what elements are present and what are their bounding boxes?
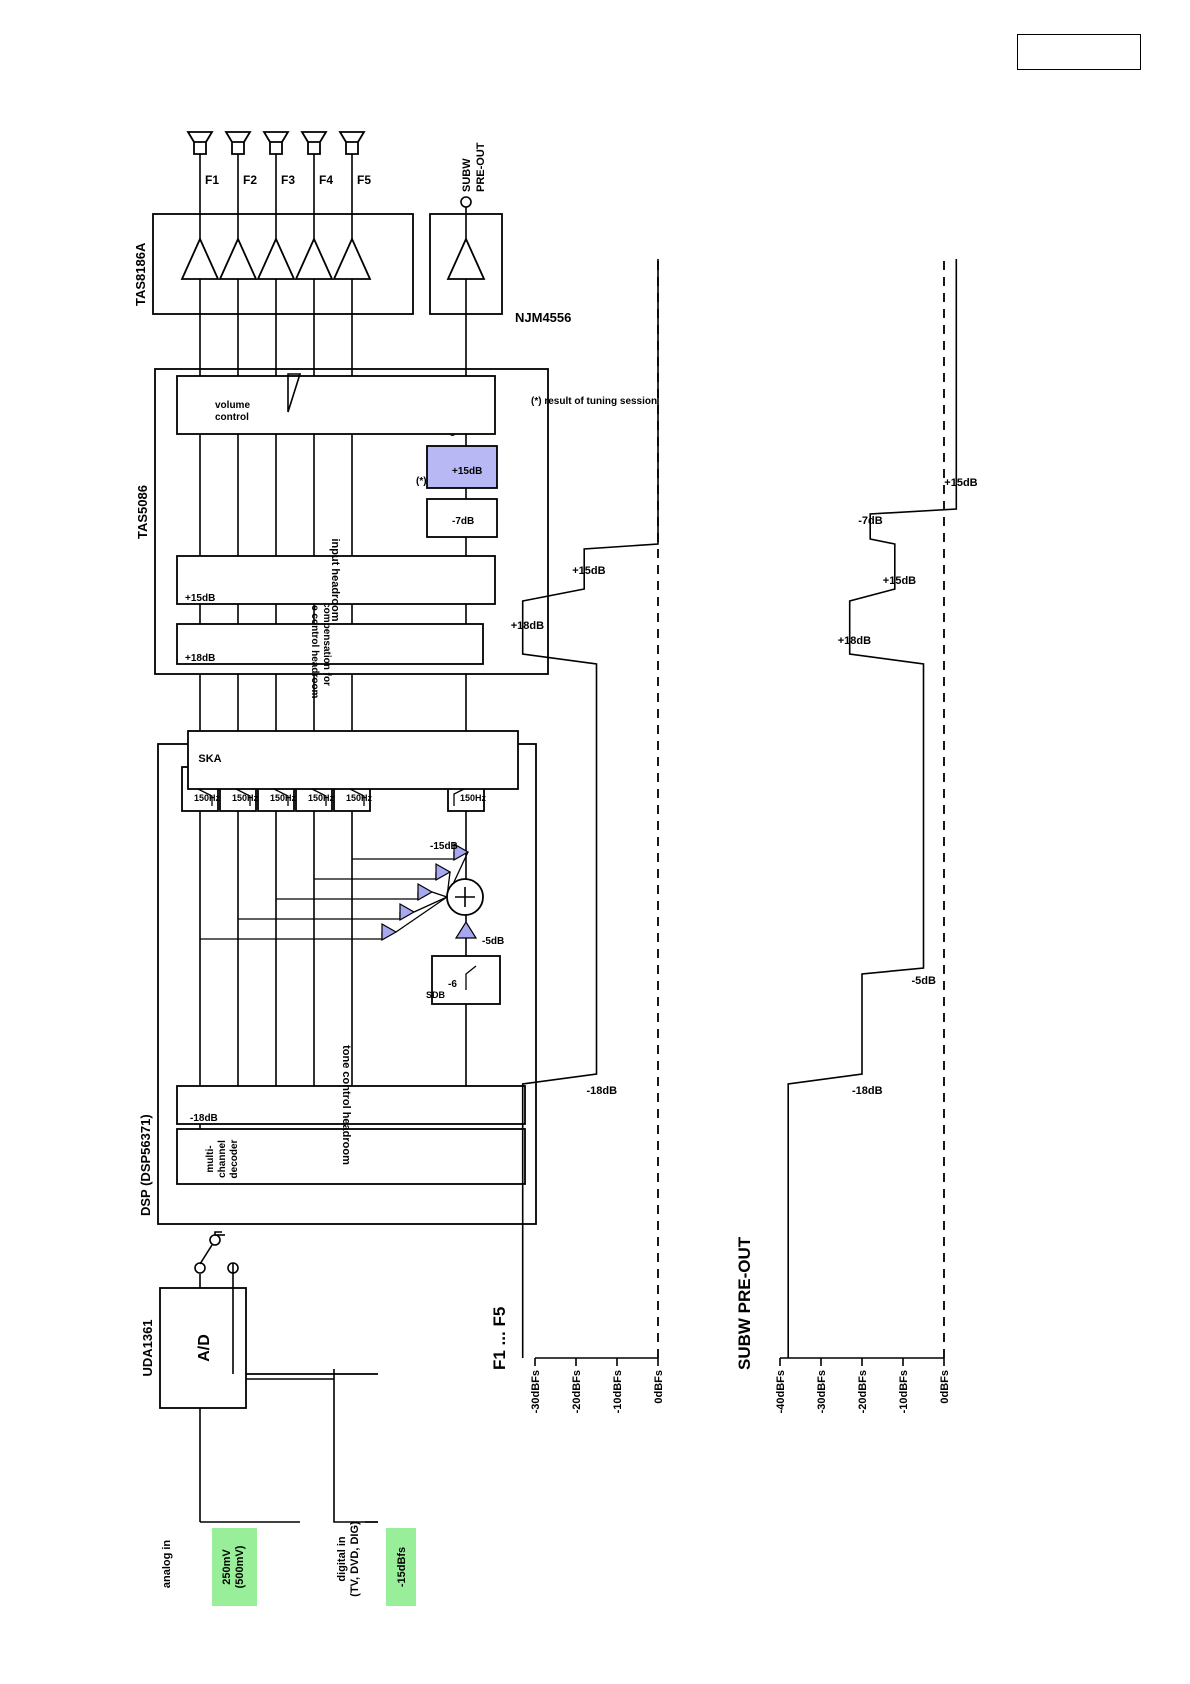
hpf-label-f2: 150Hz xyxy=(232,793,259,803)
mix-link-2 xyxy=(413,896,448,913)
chart-tick-label: -10dBFs xyxy=(898,1370,910,1413)
speaker-icon-f4 xyxy=(300,131,328,155)
hpf-label-f4: 150Hz xyxy=(308,793,335,803)
chart-title: SUBW PRE-OUT xyxy=(735,1236,754,1370)
speaker-label-f5: F5 xyxy=(357,173,371,187)
step-label: +15dB xyxy=(572,565,605,577)
step-label: -18dB xyxy=(852,1085,883,1097)
tuning-gain: -7dB xyxy=(452,516,474,527)
dsp-title: DSP (DSP56371) xyxy=(138,1114,153,1216)
analog-in-label: analog in xyxy=(161,1540,173,1589)
tuning-marker: (*) xyxy=(416,476,427,487)
input-gain: +15dB xyxy=(185,593,215,604)
speaker-icon-f2 xyxy=(224,131,252,155)
chart-tick-label: -20dBFs xyxy=(857,1370,869,1413)
adc-chip-name: UDA1361 xyxy=(140,1319,155,1376)
volume-block xyxy=(176,375,496,435)
sdb-label: SDB xyxy=(426,990,446,1000)
speaker-icon-f3 xyxy=(262,131,290,155)
switch-contact-a xyxy=(194,1262,206,1274)
chart-tick-label: -10dBFs xyxy=(612,1370,624,1413)
njm4556-title: NJM4556 xyxy=(515,310,571,325)
mix-amp-icon-2 xyxy=(399,902,416,922)
chart-tick-label: -30dBFs xyxy=(530,1370,542,1413)
adc-label: A/D xyxy=(196,1334,213,1362)
digital-level-text: -15dBfs xyxy=(396,1547,408,1587)
analog-level-text: 250mV(500mV) xyxy=(221,1545,246,1588)
power-amps xyxy=(180,154,486,314)
chart-tick-label: 0dBFs xyxy=(939,1370,951,1404)
hpf-label-f5: 150Hz xyxy=(346,793,373,803)
sub-amp-icon xyxy=(454,920,478,939)
decoder-label: multi-channeldecoder xyxy=(205,1139,240,1178)
mix-amp-icon-3 xyxy=(417,882,434,902)
hpf-label-f3: 150Hz xyxy=(270,793,297,803)
step-label: +15dB xyxy=(883,575,916,587)
speaker-label-f3: F3 xyxy=(281,173,295,187)
tone-headroom-label: tone control headroom xyxy=(340,1045,352,1165)
tas8186a-title: TAS8186A xyxy=(133,242,148,306)
step-label: -5dB xyxy=(912,975,937,987)
chart-title: F1 ... F5 xyxy=(490,1307,509,1370)
chart-tick-label: -40dBFs xyxy=(775,1370,787,1413)
tuning-block xyxy=(426,498,498,538)
speakers: F1 F2 F3 F4 F5 xyxy=(186,131,371,187)
speaker-label-f1: F1 xyxy=(205,173,219,187)
tone-headroom-gain: -18dB xyxy=(190,1113,218,1124)
decoder-block xyxy=(176,1128,526,1185)
mix-link-1 xyxy=(395,896,448,933)
chart-tick-label: -20dBFs xyxy=(571,1370,583,1413)
chart-tick-label: 0dBFs xyxy=(653,1370,665,1404)
level-trace xyxy=(521,259,659,1358)
compensation-block xyxy=(176,623,484,665)
lpf-label: 150Hz xyxy=(460,793,487,803)
step-label: +18dB xyxy=(511,620,544,632)
mixer xyxy=(200,842,478,942)
tone-headroom-block xyxy=(176,1085,526,1125)
digital-in-label: digital in(TV, DVD, DIG) xyxy=(336,1521,361,1597)
input-headroom-block xyxy=(176,555,496,605)
hpf-label-f1: 150Hz xyxy=(194,793,221,803)
comp-label: compensation fortone control headroom xyxy=(309,590,332,699)
mix-amp-icon-1 xyxy=(381,922,398,942)
ska-block xyxy=(187,730,519,790)
speaker-label-f4: F4 xyxy=(319,173,333,187)
tas5086-title: TAS5086 xyxy=(135,485,150,539)
speaker-icon-f1 xyxy=(186,131,214,155)
bass-comp-block xyxy=(426,445,498,489)
footnote: (*) result of tuning session xyxy=(531,396,657,407)
step-label: -7dB xyxy=(858,515,883,527)
mix-link-3 xyxy=(431,891,448,898)
step-label: -18dB xyxy=(587,1085,618,1097)
level-chart-f1-f5: 0dBFs -10dBFs -20dBFs -30dBFs F1 ... F5 -18dB… xyxy=(490,259,665,1413)
step-label: +18dB xyxy=(838,635,871,647)
step-label: +15dB xyxy=(944,477,977,489)
speaker-label-f2: F2 xyxy=(243,173,257,187)
level-chart-subw: 0dBFs -10dBFs -20dBFs -30dBFs -40dBFs SUBW PR… xyxy=(735,259,978,1413)
bass-gain: +15dB xyxy=(452,466,482,477)
tas-channel-lines xyxy=(199,314,467,624)
mix-gain-label: -15dB xyxy=(430,841,458,852)
sdb-level: -6 xyxy=(448,979,457,990)
volume-ramp-icon xyxy=(287,373,302,413)
comp-gain: +18dB xyxy=(185,653,215,664)
analog-level-tag xyxy=(212,1528,257,1606)
chart-tick-label: -30dBFs xyxy=(816,1370,828,1413)
adc-block xyxy=(159,1287,247,1409)
sub-gain-label: -5dB xyxy=(482,936,504,947)
speaker-icon-f5 xyxy=(338,131,366,155)
mix-amp-icon-5 xyxy=(453,842,470,862)
ska-label: SKA xyxy=(198,753,221,765)
page-number-box xyxy=(1017,34,1141,70)
digital-level-tag xyxy=(386,1528,416,1606)
subw-output-jack xyxy=(460,196,472,208)
switch-common xyxy=(209,1234,221,1246)
level-trace xyxy=(787,259,958,1358)
mix-amp-icon-4 xyxy=(435,862,452,882)
input-headroom-label: input headroom xyxy=(329,538,341,621)
